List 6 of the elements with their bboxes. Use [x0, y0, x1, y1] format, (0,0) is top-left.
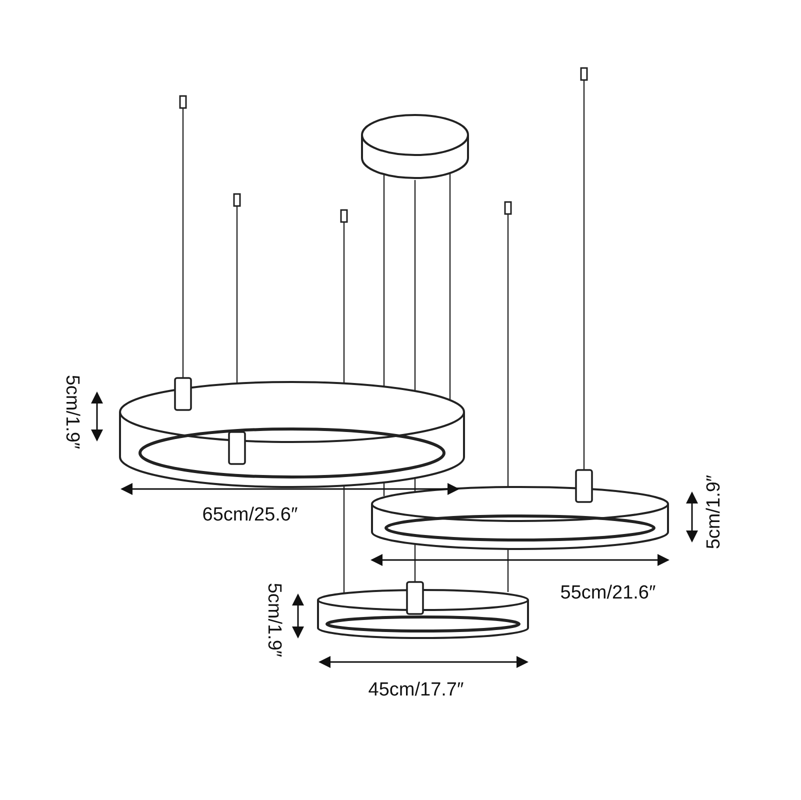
dimension-label: 65cm/25.6″ — [202, 506, 298, 524]
dimension-label: 5cm/1.9″ — [264, 582, 284, 658]
dimension-label: 45cm/17.7″ — [368, 680, 464, 700]
dimension-label: 55cm/21.6″ — [560, 584, 656, 602]
dimension-label: 5cm/1.9″ — [62, 374, 82, 450]
dimension-label: 5cm/1.9″ — [704, 474, 724, 550]
